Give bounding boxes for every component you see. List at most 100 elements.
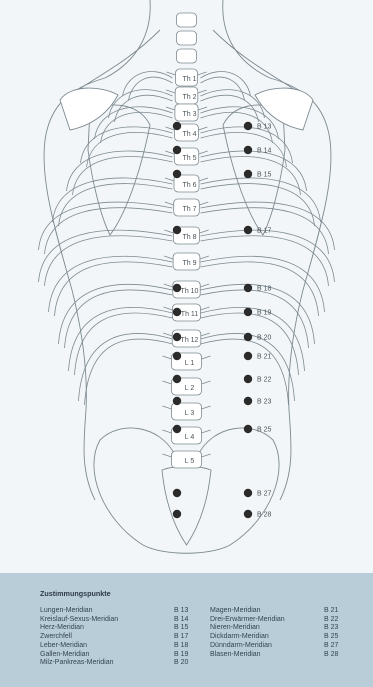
vertebra-label-th11: Th 11 xyxy=(181,311,198,318)
vertebra-label-th12: Th 12 xyxy=(181,337,199,344)
legend-row: Nieren-MeridianB 23 xyxy=(210,624,350,633)
acupoint-left xyxy=(173,510,181,518)
acupoint-right xyxy=(244,333,252,341)
neck-outline-right xyxy=(223,0,270,78)
rib-left-inner xyxy=(101,112,173,143)
vertebra-label-th3: Th 3 xyxy=(182,111,196,118)
legend-row: Dünndarm-Meridian B 27 xyxy=(210,642,350,651)
torso-right-outline xyxy=(270,78,331,500)
rib-right xyxy=(201,127,293,163)
vertebra-label-l5: L 5 xyxy=(185,458,195,465)
legend-meridian-name: Dickdarm-Meridian xyxy=(210,633,269,642)
acupoint-right xyxy=(244,489,252,497)
vertebra-label-th6: Th 6 xyxy=(182,182,196,189)
acupoint-right xyxy=(244,122,252,130)
legend-meridian-name: Kreislauf-Sexus-Meridian xyxy=(40,616,118,625)
vertebra-label-l1: L 1 xyxy=(185,360,195,367)
legend-point-code: B 28 xyxy=(324,651,350,660)
vertebra-label-l3: L 3 xyxy=(185,410,195,417)
vertebra-label-th7: Th 7 xyxy=(182,206,196,213)
legend-meridian-name: Gallen-Meridian xyxy=(40,651,89,660)
legend-row: Leber-MeridianB 18 xyxy=(40,642,200,651)
rib-right xyxy=(201,90,265,118)
point-label-b14: B 14 xyxy=(257,148,272,155)
vertebra-label-l4: L 4 xyxy=(185,434,195,441)
legend-point-code: B 13 xyxy=(174,607,200,616)
sacrum-outline xyxy=(162,466,211,545)
acupoint-right xyxy=(244,146,252,154)
legend-meridian-name: Dünndarm-Meridian xyxy=(210,642,272,651)
legend-point-code: B 18 xyxy=(174,642,200,651)
legend-row: Drei-Erwärmer-Meridian B 22 xyxy=(210,616,350,625)
legend-meridian-name: Drei-Erwärmer-Meridian xyxy=(210,616,285,625)
rib-right-inner xyxy=(201,236,329,286)
legend-point-code: B 17 xyxy=(174,633,200,642)
acupoint-right xyxy=(244,308,252,316)
acupoint-right xyxy=(244,352,252,360)
legend-row: Milz-Pankreas-MeridianB 20 xyxy=(40,659,200,668)
point-label-b19: B 19 xyxy=(257,310,272,317)
cervical-vertebra xyxy=(177,31,197,45)
legend-meridian-name: Herz-Meridian xyxy=(40,624,84,633)
legend-meridian-name: Zwerchfell xyxy=(40,633,72,642)
acupoint-right xyxy=(244,284,252,292)
vertebra-label-th1: Th 1 xyxy=(182,76,196,83)
point-labels: B 13B 14B 15B 17B 18B 19B 20B 21B 22B 23… xyxy=(257,124,272,519)
point-label-b18: B 18 xyxy=(257,286,272,293)
acupoint-right xyxy=(244,375,252,383)
acupoint-right xyxy=(244,397,252,405)
point-label-b21: B 21 xyxy=(257,354,272,361)
scapula-left xyxy=(88,105,150,235)
legend-meridian-name: Lungen-Meridian xyxy=(40,607,93,616)
cervical-vertebra xyxy=(177,13,197,27)
vertebra-label-th5: Th 5 xyxy=(182,155,196,162)
acupoint-left xyxy=(173,170,181,178)
rib-left xyxy=(109,90,173,118)
back-anatomy-illustration: Th 1Th 2Th 3Th 4Th 5Th 6Th 7Th 8Th 9Th 1… xyxy=(0,0,373,573)
legend-row: Gallen-MeridianB 19 xyxy=(40,651,200,660)
rib-left-inner xyxy=(55,262,173,316)
legend-row: Lungen-Meridian B 13 xyxy=(40,607,200,616)
trapezius-left xyxy=(70,30,160,95)
legend-point-code: B 14 xyxy=(174,616,200,625)
legend-meridian-name: Blasen-Meridian xyxy=(210,651,261,660)
legend-row: Kreislauf-Sexus-Meridian B 14 xyxy=(40,616,200,625)
legend-point-code: B 15 xyxy=(174,624,200,633)
legend-point-code: B 21 xyxy=(324,607,350,616)
rib-right-inner xyxy=(201,339,289,405)
acupoint-left xyxy=(173,425,181,433)
acupoint-right xyxy=(244,170,252,178)
vertebra-label-th9: Th 9 xyxy=(182,260,196,267)
legend-point-code: B 22 xyxy=(324,616,350,625)
legend-point-code: B 23 xyxy=(324,624,350,633)
legend-title: Zustimmungspunkte xyxy=(40,589,355,598)
vertebra-label-th4: Th 4 xyxy=(182,131,196,138)
rib-right-inner xyxy=(201,290,309,348)
legend-row: Magen-Meridian B 21 xyxy=(210,607,350,616)
acupoint-left xyxy=(173,375,181,383)
rib-left xyxy=(81,127,173,163)
acupoint-right xyxy=(244,425,252,433)
acupoint-left xyxy=(173,352,181,360)
legend-meridian-name: Milz-Pankreas-Meridian xyxy=(40,659,114,668)
legend-point-code: B 27 xyxy=(324,642,350,651)
point-label-b15: B 15 xyxy=(257,172,272,179)
legend-columns: Lungen-MeridianB 13Kreislauf-Sexus-Merid… xyxy=(40,607,355,668)
vertebra-label-th10: Th 10 xyxy=(181,288,199,295)
point-label-b23: B 23 xyxy=(257,399,272,406)
vertebra-label-th8: Th 8 xyxy=(182,234,196,241)
point-label-b28: B 28 xyxy=(257,512,272,519)
legend-meridian-name: Magen-Meridian xyxy=(210,607,261,616)
rib-right-inner xyxy=(201,77,245,100)
cervical-vertebra xyxy=(177,49,197,63)
point-label-b17: B 17 xyxy=(257,228,272,235)
acupoint-left xyxy=(173,146,181,154)
scapula-right xyxy=(223,105,285,235)
rib-right xyxy=(201,202,335,250)
legend-row: Herz-Meridian B 15 xyxy=(40,624,200,633)
rib-right xyxy=(201,256,325,312)
legend-point-code: B 25 xyxy=(324,633,350,642)
rib-right-inner xyxy=(201,313,299,375)
legend-row: Dickdarm-Meridian B 25 xyxy=(210,633,350,642)
